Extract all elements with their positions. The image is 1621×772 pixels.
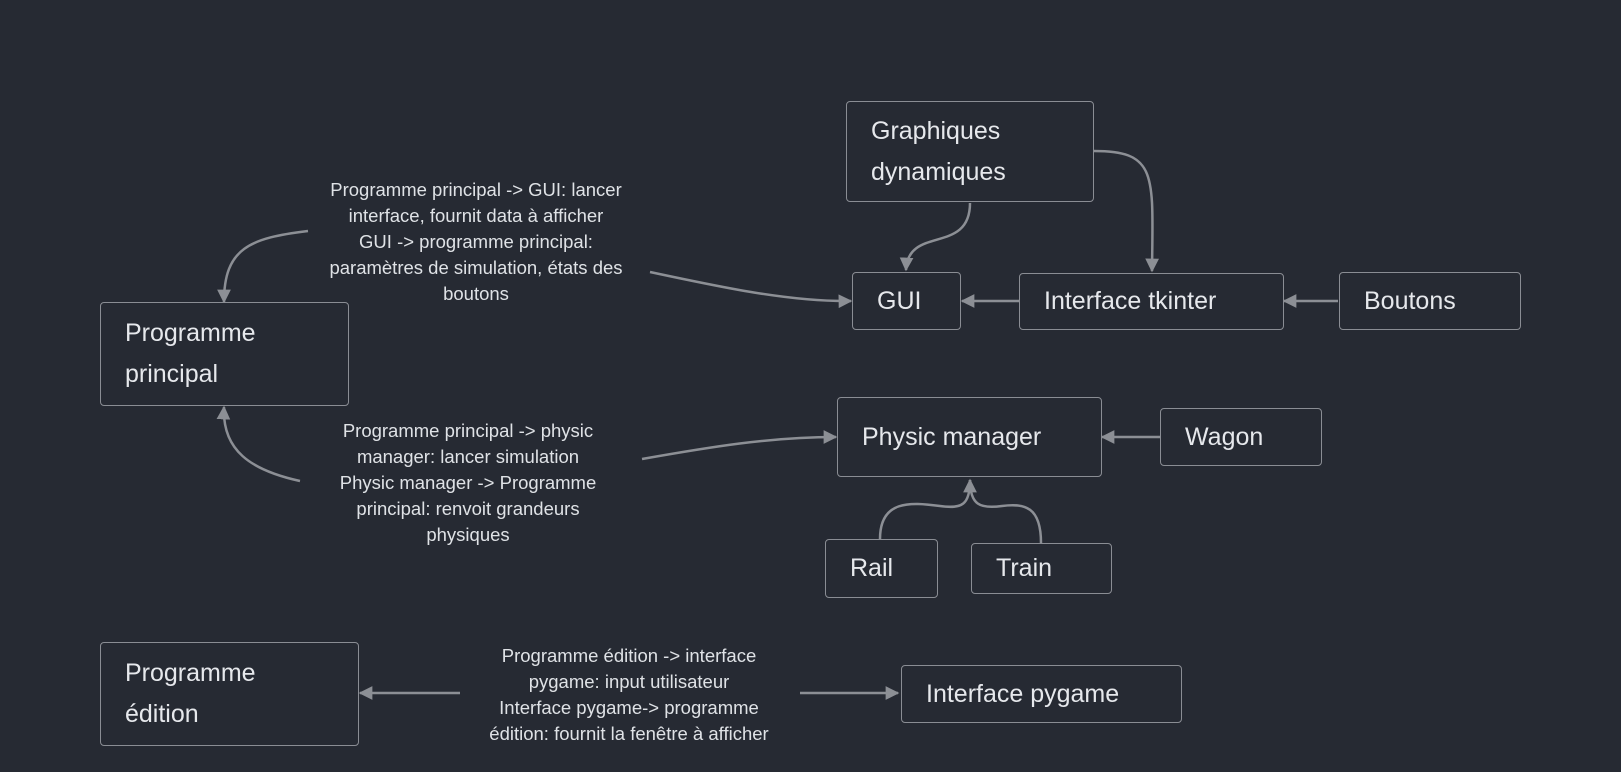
edge-label2-to-physic [641,430,838,461]
node-programme-principal[interactable]: Programme principal [100,302,349,406]
edge-label-principal-gui: Programme principal -> GUI: lancer inter… [329,179,623,304]
node-physic-manager[interactable]: Physic manager [837,397,1102,477]
node-interface-pygame[interactable]: Interface pygame [901,665,1182,723]
node-wagon[interactable]: Wagon [1160,408,1322,466]
edge-label1-to-gui [649,270,853,309]
edge-graphiques-to-gui [899,202,972,272]
node-train[interactable]: Train [971,543,1112,594]
node-interface-tkinter[interactable]: Interface tkinter [1019,273,1284,330]
edge-train-to-physic [968,479,1043,544]
node-graphiques-dynamiques[interactable]: Graphiques dynamiques [846,101,1094,202]
edge-rail-to-physic [878,478,977,540]
node-programme-edition[interactable]: Programme édition [100,642,359,746]
edge-label-edition-pygame: Programme édition -> interface pygame: i… [489,645,769,744]
edge-label2-to-principal [216,405,301,483]
edge-label-principal-physic: Programme principal -> physic manager: l… [339,420,597,545]
node-gui[interactable]: GUI [852,272,961,330]
edge-graphiques-to-tkinter [1093,149,1160,273]
node-boutons[interactable]: Boutons [1339,272,1521,330]
node-rail[interactable]: Rail [825,539,938,598]
edge-label1-to-principal [217,229,309,304]
